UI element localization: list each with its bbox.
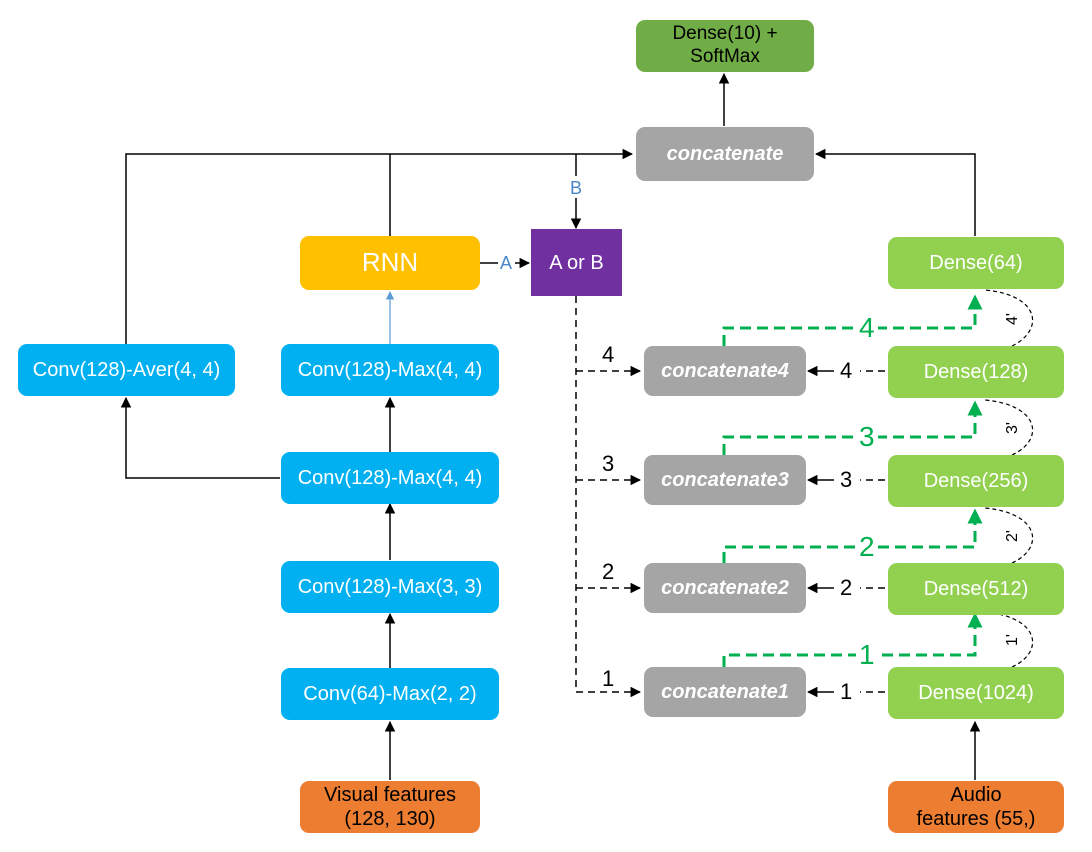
skip-label-1: 1 — [856, 641, 878, 669]
concatenate2-node: concatenate2 — [644, 563, 806, 613]
edge-label-b: B — [570, 178, 583, 198]
arrow-dense64-to-concatenate — [814, 148, 976, 236]
green-skip-concat1-to-dense512 — [722, 612, 983, 667]
edge-label-left-1: 1 — [602, 666, 615, 691]
edge-label-a: A — [500, 253, 513, 273]
edge-label-right-2: 2 — [840, 575, 853, 600]
arrow-convmax4-to-convaver — [120, 396, 280, 479]
rnn-node: RNN — [300, 236, 480, 290]
prime-label-1: 1' — [1003, 634, 1021, 646]
concatenate3-node: concatenate3 — [644, 455, 806, 505]
curve-prime-3 — [984, 399, 1034, 456]
concatenate-node: concatenate — [636, 127, 814, 181]
dense512-node: Dense(512) — [888, 563, 1064, 615]
a-or-b-node: A or B — [531, 229, 622, 296]
skip-label-3: 3 — [856, 423, 878, 451]
edge-label-left-4: 4 — [602, 342, 615, 367]
concatenate1-node: concatenate1 — [644, 667, 806, 717]
dense1024-node: Dense(1024) — [888, 667, 1064, 719]
edge-label-right-1: 1 — [840, 679, 853, 704]
skip-label-2: 2 — [856, 533, 878, 561]
dense128-node: Dense(128) — [888, 346, 1064, 398]
conv-max4-top-node: Conv(128)-Max(4, 4) — [281, 344, 499, 396]
dense256-node: Dense(256) — [888, 455, 1064, 507]
prime-label-2: 2' — [1003, 530, 1021, 542]
skip-label-4: 4 — [856, 314, 878, 342]
edge-label-left-2: 2 — [602, 559, 615, 584]
visual-features-node: Visual features (128, 130) — [300, 781, 480, 833]
green-skip-concat3-to-dense128 — [722, 400, 983, 455]
edge-label-right-3: 3 — [840, 467, 853, 492]
conv-aver-node: Conv(128)-Aver(4, 4) — [18, 344, 235, 396]
dense10-softmax-node: Dense(10) + SoftMax — [636, 20, 814, 72]
conv64-node: Conv(64)-Max(2, 2) — [281, 668, 499, 720]
edge-label-right-4: 4 — [840, 358, 853, 383]
concatenate4-node: concatenate4 — [644, 346, 806, 396]
curve-prime-2 — [984, 507, 1034, 564]
conv-max3-node: Conv(128)-Max(3, 3) — [281, 561, 499, 613]
prime-label-3: 3' — [1003, 422, 1021, 434]
green-skip-concat4-to-dense64 — [722, 294, 983, 346]
audio-features-node: Audio features (55,) — [888, 781, 1064, 833]
line-convaver-to-concatenate — [125, 148, 634, 344]
green-skip-concat2-to-dense256 — [722, 508, 983, 563]
dense64-node: Dense(64) — [888, 237, 1064, 289]
edge-label-left-3: 3 — [602, 451, 615, 476]
conv-max4-mid-node: Conv(128)-Max(4, 4) — [281, 452, 499, 504]
curve-prime-4 — [984, 289, 1034, 347]
prime-label-4: 4' — [1003, 313, 1021, 325]
